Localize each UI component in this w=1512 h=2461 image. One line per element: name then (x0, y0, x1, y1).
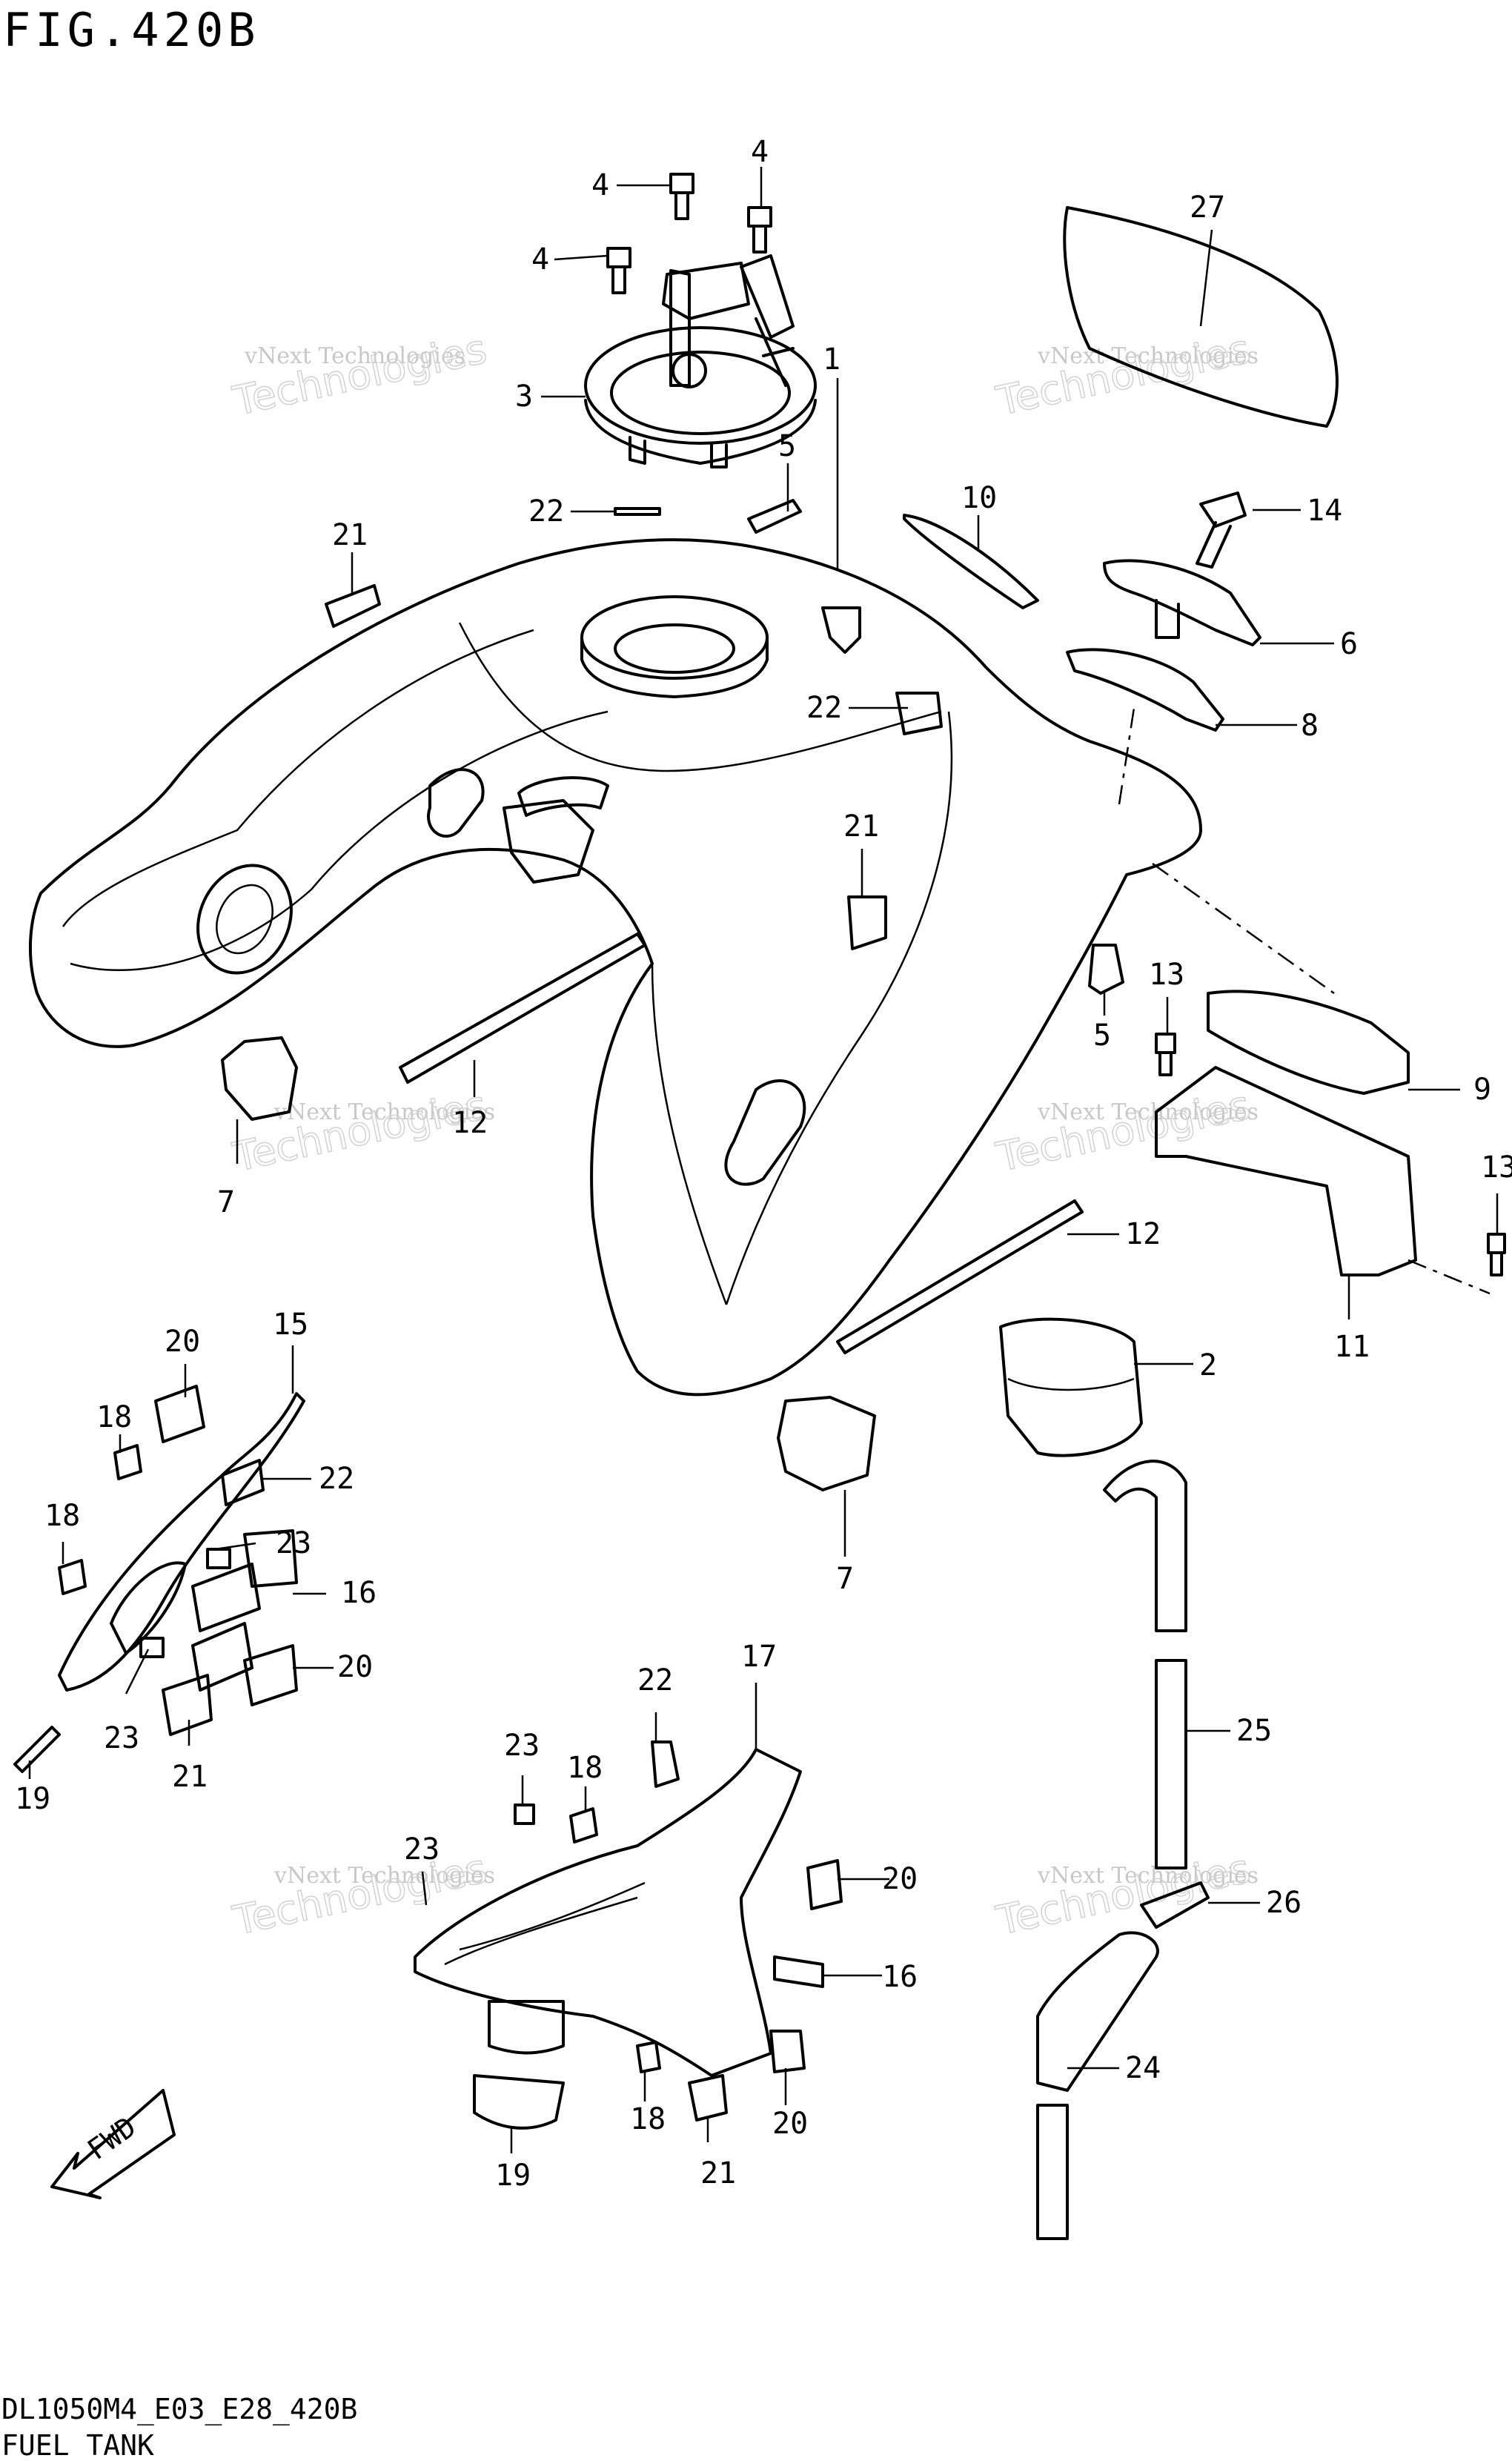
reference-lines (1118, 707, 1491, 1295)
callout-22: 22 (528, 494, 564, 529)
callout-20: 20 (337, 1650, 373, 1684)
watermark-outline: Technologies (992, 325, 1254, 425)
callout-3: 3 (515, 380, 533, 414)
watermark-text: vNext Technologies (1037, 1863, 1259, 1889)
callout-19: 19 (495, 2159, 531, 2193)
callout-13: 13 (1481, 1150, 1512, 1185)
callout-23: 23 (104, 1721, 139, 1755)
callout-5: 5 (778, 429, 796, 463)
callout-6: 6 (1340, 627, 1358, 661)
callout-4: 4 (531, 242, 549, 276)
callout-12: 12 (452, 1106, 488, 1140)
callout-18: 18 (96, 1400, 132, 1434)
center-cover-drawing[interactable] (414, 1740, 843, 2130)
callout-1: 1 (823, 342, 840, 377)
callout-10: 10 (961, 481, 997, 515)
fwd-arrow-icon: FWD (50, 2089, 176, 2199)
callout-18: 18 (44, 1499, 80, 1533)
callout-9: 9 (1473, 1073, 1491, 1107)
callout-22: 22 (806, 691, 842, 725)
callout-20: 20 (882, 1862, 918, 1896)
watermark-outline: Technologies (229, 1082, 491, 1181)
callout-20: 20 (165, 1325, 200, 1359)
watermark-text: vNext Technologies (1037, 1099, 1259, 1125)
fuel-tank-drawing[interactable] (28, 538, 1202, 1397)
watermark-outline: Technologies (229, 325, 491, 425)
watermark-outline: Technologies (992, 1845, 1254, 1944)
callout-18: 18 (630, 2102, 666, 2136)
callout-24: 24 (1125, 2051, 1161, 2085)
callout-4: 4 (751, 135, 769, 169)
callout-17: 17 (741, 1640, 777, 1674)
callout-15: 15 (273, 1308, 308, 1342)
callout-11: 11 (1334, 1330, 1370, 1364)
callout-labels: 1 2 3 4 4 4 5 5 6 7 7 8 9 10 11 12 12 13… (15, 135, 1512, 2193)
callout-27: 27 (1190, 191, 1225, 225)
callout-16: 16 (882, 1960, 918, 1994)
watermark-text: vNext Technologies (273, 1863, 495, 1889)
callout-21: 21 (332, 518, 368, 552)
callout-22: 22 (319, 1462, 354, 1496)
callout-13: 13 (1149, 958, 1184, 992)
watermark-outline: Technologies (229, 1845, 491, 1944)
figure-title: FIG.420B (3, 3, 260, 57)
callout-14: 14 (1307, 494, 1342, 528)
callout-22: 22 (637, 1663, 673, 1697)
leader-lines (28, 167, 1499, 2153)
callout-21: 21 (700, 2156, 736, 2190)
callout-23: 23 (276, 1526, 311, 1560)
callout-4: 4 (591, 168, 609, 202)
fuel-cap-drawing[interactable] (584, 173, 817, 468)
callout-12: 12 (1125, 1217, 1161, 1251)
watermark-outline: Technologies (992, 1082, 1254, 1181)
callout-23: 23 (504, 1729, 540, 1763)
callout-5: 5 (1093, 1018, 1111, 1053)
watermark-text: vNext Technologies (1037, 343, 1259, 369)
callout-23: 23 (404, 1832, 440, 1867)
callout-20: 20 (772, 2107, 808, 2141)
section-name: FUEL TANK (1, 2429, 154, 2461)
callout-26: 26 (1266, 1886, 1302, 1920)
watermark-text: vNext Technologies (244, 343, 465, 369)
callout-18: 18 (567, 1751, 603, 1785)
callout-2: 2 (1199, 1348, 1217, 1382)
model-code: DL1050M4_E03_E28_420B (1, 2393, 357, 2426)
small-parts-drawing[interactable] (221, 206, 1506, 2240)
callout-25: 25 (1236, 1714, 1272, 1748)
callout-7: 7 (217, 1185, 235, 1219)
callout-8: 8 (1301, 709, 1319, 743)
left-cover-drawing[interactable] (13, 1385, 305, 1773)
callout-19: 19 (15, 1782, 50, 1816)
callout-21: 21 (172, 1760, 208, 1794)
callout-16: 16 (341, 1576, 377, 1610)
callout-21: 21 (843, 809, 879, 844)
watermark-text: vNext Technologies (273, 1099, 495, 1125)
callout-7: 7 (836, 1562, 854, 1596)
